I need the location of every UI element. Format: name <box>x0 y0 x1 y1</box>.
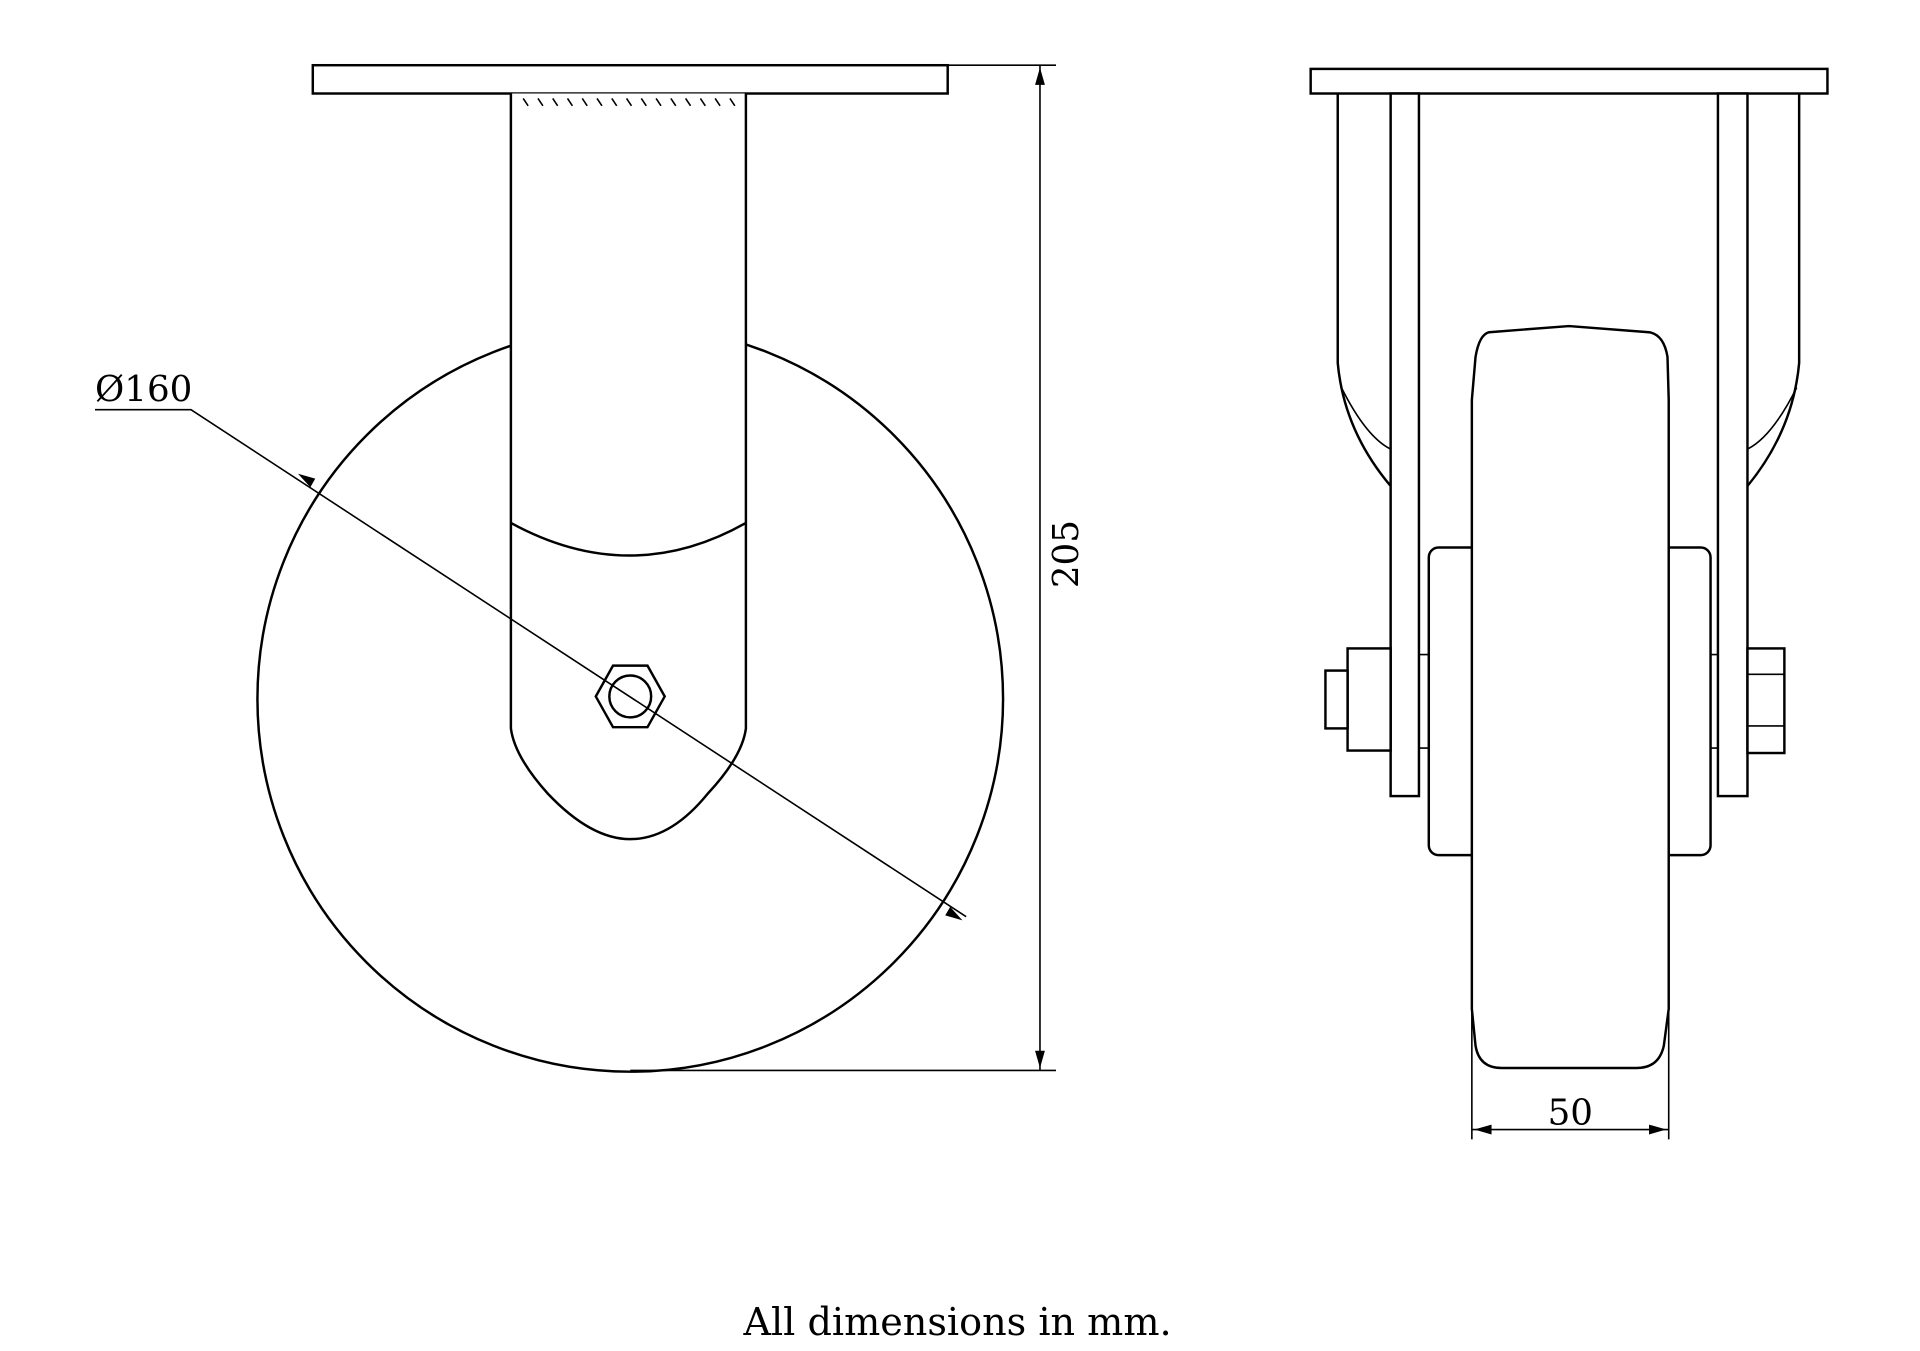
diameter-label: Ø160 <box>95 369 192 410</box>
fork-body <box>509 93 748 841</box>
height-dimension-lines <box>630 64 1056 1072</box>
right-nut <box>1746 647 1786 755</box>
weld-marks <box>522 97 736 107</box>
fork-left-plate <box>1389 92 1421 798</box>
side-view: Ø160 205 <box>95 63 1087 1073</box>
fork-right-side <box>1746 93 1801 487</box>
fork-inner-arc <box>510 521 747 557</box>
axle-line <box>1418 653 1785 749</box>
tire <box>1470 324 1670 1070</box>
diameter-dimension-line <box>95 408 967 918</box>
top-plate-front <box>1309 67 1829 95</box>
width-dimension-lines <box>1471 1008 1670 1140</box>
front-view: 50 <box>1309 67 1829 1140</box>
axle <box>608 674 653 719</box>
fork-left-curve <box>1340 387 1798 450</box>
left-nut <box>1346 647 1392 752</box>
fork-left-side <box>1336 93 1392 487</box>
height-label: 205 <box>1046 520 1087 588</box>
top-plate <box>311 63 949 95</box>
width-label: 50 <box>1548 1093 1593 1134</box>
left-bolt-head <box>1324 669 1349 730</box>
fork-right-plate <box>1716 92 1749 798</box>
caption: All dimensions in mm. <box>742 1300 1171 1344</box>
